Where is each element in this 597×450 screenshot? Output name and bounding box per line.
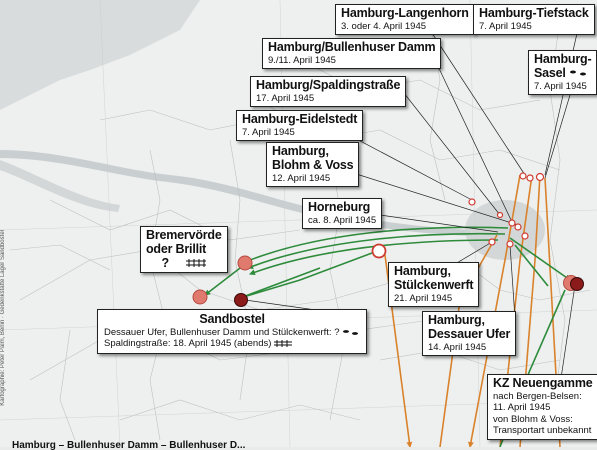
- green-route-5: [514, 244, 549, 287]
- label-neuengamme: KZ Neuengamme nach Bergen-Belsen: 11. Ap…: [487, 374, 597, 440]
- green-route-to-bremervoerde-1: [244, 226, 509, 263]
- railway-icon: [274, 340, 293, 348]
- label-bullenhuser: Hamburg/Bullenhuser Damm 9./11. April 19…: [262, 38, 442, 70]
- label-langenhorn: Hamburg-Langenhorn 3. oder 4. April 1945: [335, 4, 475, 36]
- orange-route-1: [467, 174, 521, 447]
- marker-sandbostel-pink: [192, 289, 208, 305]
- footprints-icon: [343, 329, 359, 335]
- label-bremervoerde: Bremervörde oder Brillit ?: [140, 226, 228, 274]
- green-route-to-sandbostel: [239, 249, 381, 300]
- marker-sandbostel: [234, 293, 248, 307]
- map-credit: Kartographie: Peter Palm, Berlin · Geden…: [0, 230, 6, 406]
- label-sasel: Hamburg- Sasel 7. April 1945: [528, 50, 597, 95]
- marker-sasel: [535, 172, 545, 182]
- marker-tiefstack: [526, 174, 534, 182]
- marker-stuelcken: [488, 238, 496, 246]
- marker-neuengamme: [570, 277, 584, 291]
- marker-blohm: [514, 223, 522, 231]
- marker-langenhorn: [519, 172, 527, 180]
- label-stuelcken: Hamburg, Stülckenwerft 21. April 1945: [388, 262, 480, 307]
- green-route-lower: [239, 267, 321, 299]
- marker-hh-center: [521, 232, 529, 240]
- north-sea: [0, 0, 200, 110]
- marker-dessauer: [506, 240, 514, 248]
- footprints-icon: [569, 70, 586, 76]
- label-blohm: Hamburg, Blohm & Voss 12. April 1945: [266, 142, 360, 187]
- marker-spalding: [496, 211, 504, 219]
- label-tiefstack: Hamburg-Tiefstack 7. April 1945: [473, 4, 595, 36]
- green-route-to-neuengamme: [509, 237, 571, 281]
- green-route-to-bremervoerde-2: [247, 232, 506, 269]
- label-horneburg: Horneburg ca. 8. April 1945: [302, 198, 383, 230]
- label-spalding: Hamburg/Spaldingstraße 17. April 1945: [250, 76, 407, 108]
- marker-horneburg: [371, 243, 387, 259]
- hamburg-urban-area: [465, 200, 545, 260]
- marker-eidelstedt: [468, 198, 476, 206]
- label-sandbostel: Sandbostel Dessauer Ufer, Bullenhuser Da…: [97, 309, 368, 354]
- green-route-to-bremervoerde-3: [249, 239, 499, 276]
- label-eidelstedt: Hamburg-Eidelstedt 7. April 1945: [236, 110, 364, 142]
- green-route-bremervoerde-to-sandbostel: [204, 264, 245, 296]
- label-dessauer: Hamburg, Dessauer Ufer 14. April 1945: [422, 311, 517, 356]
- marker-bullenhuser: [508, 219, 516, 227]
- marker-bremervoerde: [237, 255, 253, 271]
- elbe-river: [0, 150, 470, 236]
- bottom-caption: Hamburg – Bullenhuser Damm – Bullenhuser…: [12, 440, 246, 450]
- railway-icon: [186, 259, 207, 268]
